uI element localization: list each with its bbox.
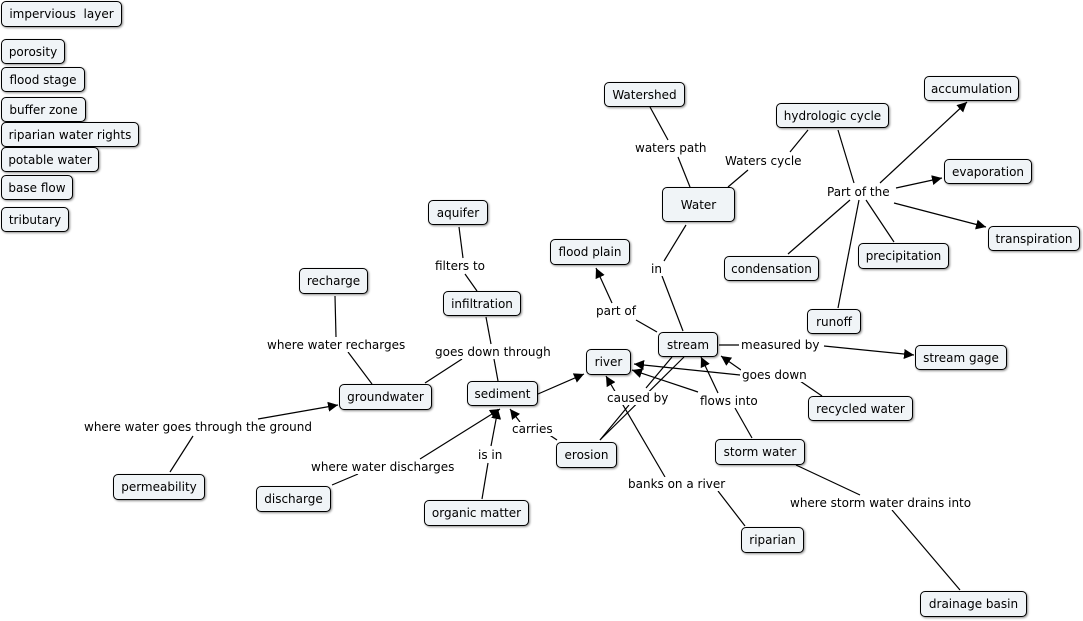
edge-label-sediment2 bbox=[419, 408, 501, 460]
edge-in-stream bbox=[661, 275, 684, 332]
link-measured-by: measured by bbox=[740, 338, 821, 352]
edge-carries-sediment bbox=[509, 408, 521, 423]
edge-infiltration-label bbox=[485, 316, 492, 345]
node-organic-matter[interactable]: organic matter bbox=[424, 500, 529, 526]
edge-stream-causedby bbox=[645, 356, 673, 389]
link-filters-to: filters to bbox=[434, 259, 487, 273]
node-storm-water[interactable]: storm water bbox=[715, 439, 805, 465]
edge-label-water bbox=[677, 156, 691, 188]
edge-riparian-banks bbox=[717, 490, 746, 527]
edge-causedby-erosion bbox=[599, 404, 630, 441]
link-banks-on-a-river: banks on a river bbox=[627, 477, 727, 491]
edge-hydrologic-partof bbox=[837, 129, 855, 184]
node-stream[interactable]: stream bbox=[658, 332, 718, 357]
edge-partof-accumulation bbox=[879, 101, 968, 184]
edge-discharge-label bbox=[331, 473, 359, 486]
node-sediment[interactable]: sediment bbox=[467, 381, 538, 406]
link-flows-into: flows into bbox=[699, 394, 759, 408]
edge-filters-infiltration bbox=[464, 273, 478, 292]
edge-isin-sediment bbox=[490, 408, 502, 447]
node-discharge[interactable]: discharge bbox=[256, 486, 331, 512]
edge-water-label-cycle bbox=[727, 169, 749, 188]
edge-permeability-label bbox=[169, 435, 194, 473]
link-where-storm-water-drains: where storm water drains into bbox=[789, 496, 973, 510]
link-where-water-recharges: where water recharges bbox=[266, 338, 407, 352]
node-impervious-layer[interactable]: impervious layer bbox=[1, 1, 122, 27]
node-runoff[interactable]: runoff bbox=[807, 309, 861, 334]
node-permeability[interactable]: permeability bbox=[113, 474, 205, 500]
link-is-in: is in bbox=[477, 448, 504, 462]
link-carries: carries bbox=[511, 422, 554, 436]
node-recycled-water[interactable]: recycled water bbox=[808, 396, 913, 421]
node-transpiration[interactable]: transpiration bbox=[988, 226, 1080, 251]
edge-label-hydrologic bbox=[789, 129, 809, 153]
node-groundwater[interactable]: groundwater bbox=[339, 384, 432, 410]
edge-label-groundwater2 bbox=[257, 401, 339, 420]
edge-organic-isin bbox=[481, 462, 489, 500]
link-where-water-discharges: where water discharges bbox=[310, 460, 456, 474]
node-accumulation[interactable]: accumulation bbox=[924, 76, 1019, 101]
node-stream-gage[interactable]: stream gage bbox=[915, 345, 1007, 370]
link-where-water-goes-through: where water goes through the ground bbox=[83, 420, 314, 434]
edge-partof-runoff bbox=[837, 199, 860, 309]
edge-stream-partof bbox=[635, 319, 658, 333]
edge-goesdown-stream bbox=[720, 355, 742, 371]
node-flood-stage[interactable]: flood stage bbox=[1, 67, 85, 92]
node-porosity[interactable]: porosity bbox=[1, 39, 65, 64]
link-part-of-the: Part of the bbox=[826, 185, 891, 199]
node-aquifer[interactable]: aquifer bbox=[428, 200, 488, 225]
edge-flows-stream bbox=[700, 356, 719, 394]
edge-partof-floodplain bbox=[595, 267, 613, 304]
edge-sediment-river bbox=[537, 373, 585, 395]
node-potable-water[interactable]: potable water bbox=[1, 147, 99, 172]
node-buffer-zone[interactable]: buffer zone bbox=[1, 97, 86, 122]
node-hydrologic-cycle[interactable]: hydrologic cycle bbox=[776, 103, 889, 128]
edge-recycled-goesdown bbox=[799, 380, 823, 397]
edge-drains-basin bbox=[891, 509, 961, 591]
node-watershed[interactable]: Watershed bbox=[604, 82, 685, 107]
node-riparian[interactable]: riparian bbox=[741, 527, 804, 553]
node-base-flow[interactable]: base flow bbox=[1, 175, 73, 200]
node-infiltration[interactable]: infiltration bbox=[443, 291, 521, 316]
edge-partof-evaporation bbox=[895, 175, 943, 189]
link-part-of: part of bbox=[595, 304, 637, 318]
node-precipitation[interactable]: precipitation bbox=[858, 243, 949, 269]
node-river[interactable]: river bbox=[586, 349, 631, 375]
link-goes-down-through: goes down through bbox=[434, 345, 552, 359]
edge-watershed-label bbox=[649, 106, 669, 141]
link-in: in bbox=[650, 262, 663, 276]
edge-partof-precipitation bbox=[865, 199, 895, 243]
link-waters-path: waters path bbox=[634, 141, 708, 155]
node-riparian-water-rights[interactable]: riparian water rights bbox=[1, 122, 139, 147]
edge-storm-drains bbox=[795, 464, 861, 496]
node-tributary[interactable]: tributary bbox=[1, 207, 69, 232]
edge-label-sediment bbox=[493, 358, 499, 382]
node-water[interactable]: Water bbox=[662, 187, 735, 222]
edge-aquifer-filters bbox=[458, 226, 464, 259]
edge-recharge-label bbox=[334, 295, 337, 338]
edge-partof-condensation bbox=[787, 199, 851, 255]
edge-goesdown-river bbox=[633, 360, 741, 376]
edge-partof-transpiration bbox=[893, 202, 987, 230]
node-recharge[interactable]: recharge bbox=[299, 268, 368, 294]
link-caused-by: caused by bbox=[606, 391, 670, 405]
link-goes-down: goes down bbox=[741, 368, 808, 382]
node-flood-plain[interactable]: flood plain bbox=[550, 239, 630, 265]
edge-water-in bbox=[663, 224, 687, 262]
link-waters-cycle: Waters cycle bbox=[724, 154, 803, 168]
edge-flows-river bbox=[631, 368, 699, 393]
node-evaporation[interactable]: evaporation bbox=[944, 159, 1032, 184]
node-condensation[interactable]: condensation bbox=[724, 256, 819, 281]
node-erosion[interactable]: erosion bbox=[556, 442, 617, 468]
edge-groundwater-label bbox=[424, 358, 463, 384]
edge-storm-flows bbox=[734, 407, 753, 439]
node-drainage-basin[interactable]: drainage basin bbox=[920, 591, 1027, 617]
edge-measured-streamgage bbox=[823, 345, 915, 359]
edge-label-groundwater bbox=[347, 351, 373, 385]
